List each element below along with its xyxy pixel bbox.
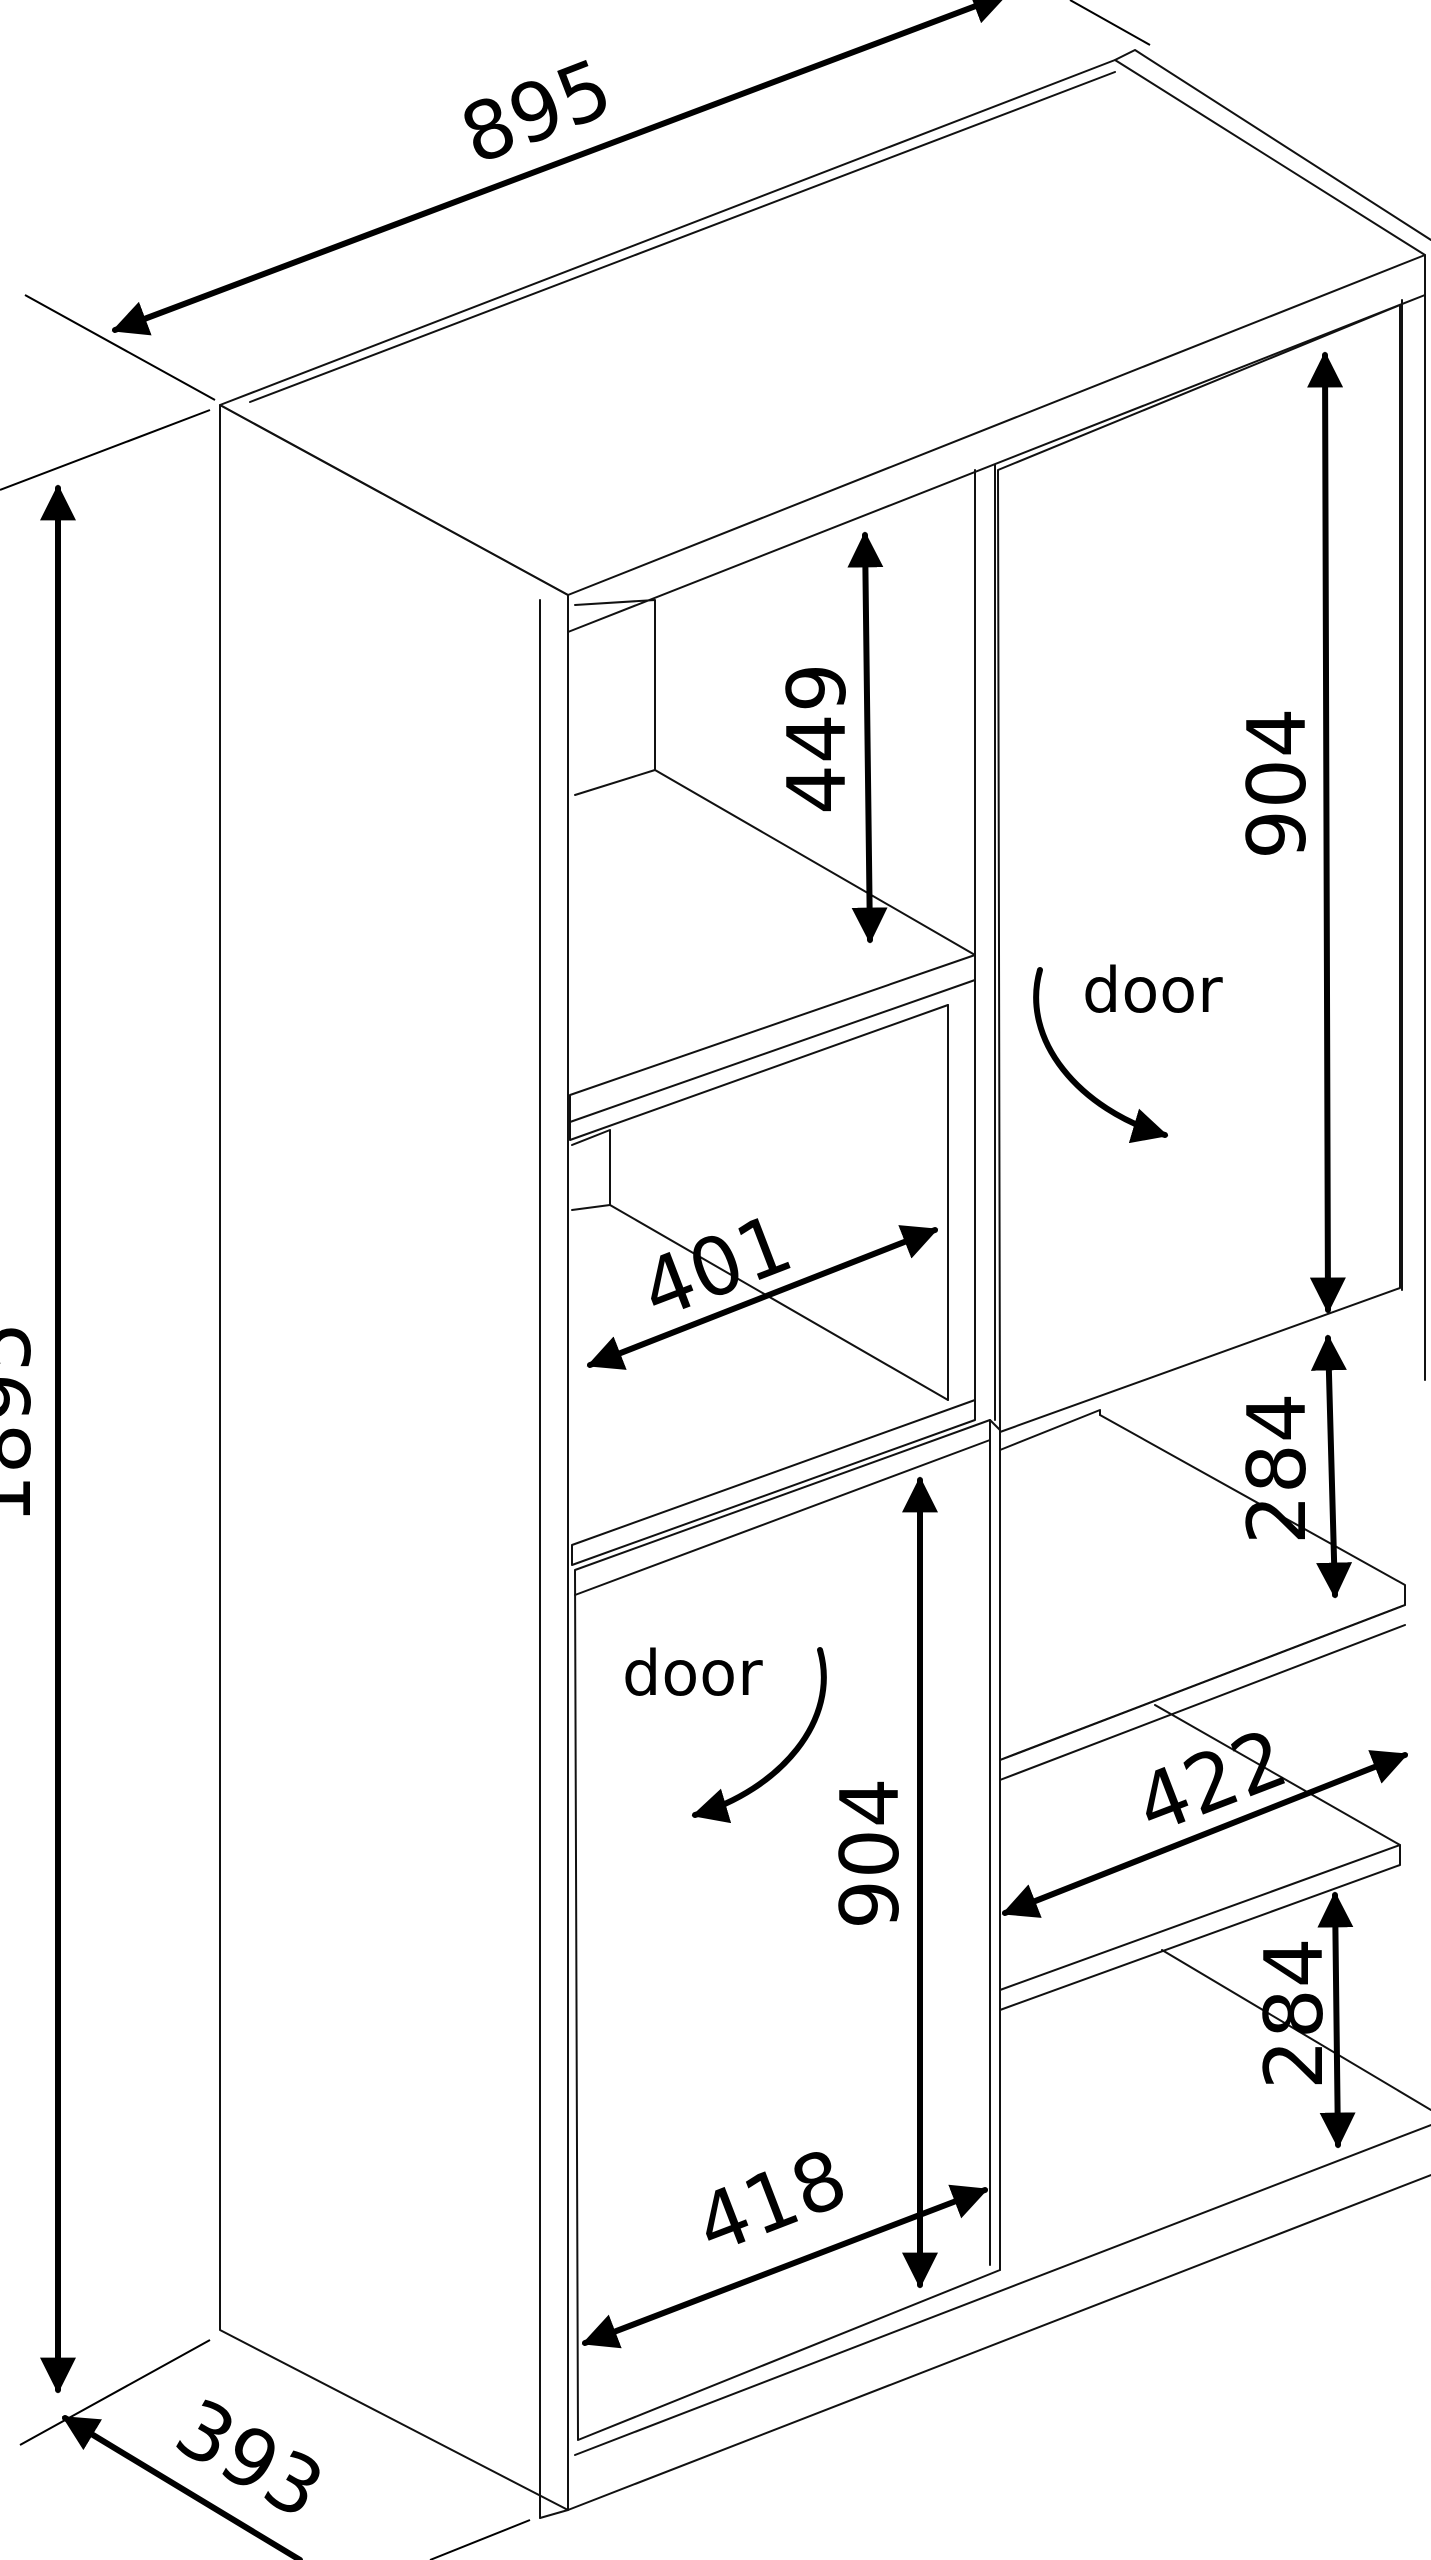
top-panel: [219, 59, 1426, 596]
right-shelf-width-arrow: [1001, 1750, 1409, 1918]
right-gap-upper-value: 284: [1231, 1392, 1324, 1545]
door-swing-arrows: [691, 967, 1169, 1824]
upper-niche-height-value: 449: [771, 662, 864, 815]
dimension-labels: 895 1895 393 449 904 401 904 418 284 422…: [0, 41, 1341, 2538]
lower-door-width-value: 418: [683, 2131, 859, 2273]
lower-door-label: door: [622, 1637, 763, 1710]
middle-niche-width-value: 401: [628, 1196, 804, 1338]
depth-value: 393: [161, 2381, 340, 2538]
height-value: 1895: [0, 1321, 49, 1525]
middle-niche-width-arrow: [586, 1225, 939, 1370]
width-value: 895: [448, 41, 624, 183]
cabinet-body: [219, 49, 1431, 2519]
upper-niche-height-arrow: [847, 531, 888, 944]
lower-door-swing-icon: [691, 1647, 827, 1824]
upper-niche: [574, 599, 976, 956]
lower-door-width-arrow: [581, 2184, 989, 2349]
right-gap-lower-arrow: [1317, 1891, 1356, 2149]
dimension-arrows: [40, 0, 1409, 2560]
width-arrow: [111, 0, 1009, 336]
door-labels: door door: [622, 954, 1223, 1710]
extension-lines: [0, 0, 1151, 2560]
upper-door-height-arrow: [1307, 351, 1346, 1314]
upper-door-swing-icon: [1033, 967, 1169, 1144]
lower-door: [574, 1419, 1001, 2441]
upper-left-shelf: [569, 954, 976, 1123]
depth-arrow: [61, 2415, 303, 2560]
right-gap-lower-value: 284: [1248, 1937, 1341, 2090]
upper-door-label: door: [1082, 954, 1223, 1027]
left-side-panel: [219, 404, 569, 2511]
right-gap-upper-arrow: [1310, 1334, 1353, 1599]
upper-door-height-value: 904: [1231, 707, 1324, 860]
right-shelf-width-value: 422: [1123, 1711, 1299, 1853]
lower-door-height-value: 904: [824, 1777, 917, 1930]
upper-door: [997, 304, 1401, 1433]
